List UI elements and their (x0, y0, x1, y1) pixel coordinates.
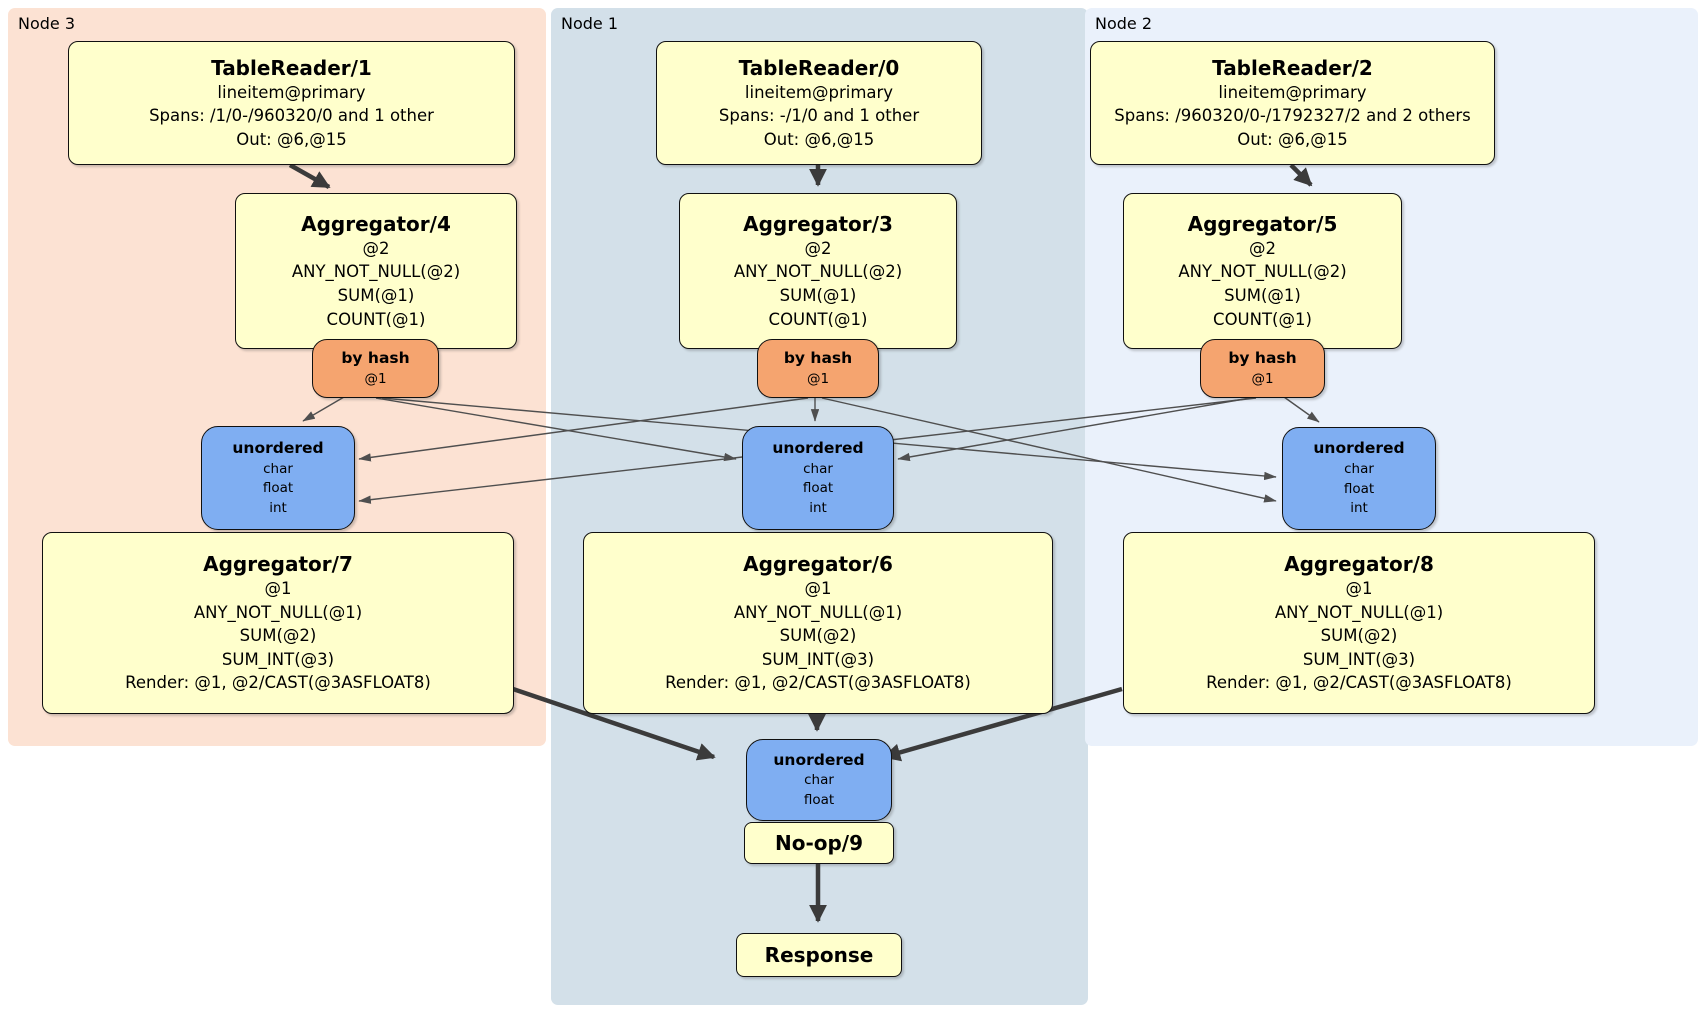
hash-router-node3: by hash @1 (312, 339, 439, 398)
sync-line: float (1343, 480, 1375, 497)
router-line: @1 (806, 370, 830, 387)
edge-tablereader2-to-aggregator5 (1289, 163, 1313, 187)
node3-label: Node 3 (18, 14, 76, 33)
box-line: ANY_NOT_NULL(@1) (733, 602, 903, 622)
aggregator-3-box: Aggregator/3 @2 ANY_NOT_NULL(@2) SUM(@1)… (679, 193, 957, 349)
edge-router2-to-sync1 (897, 397, 1251, 462)
edge-router1-to-sync2 (821, 397, 1277, 503)
box-line: Out: @6,@15 (1237, 129, 1348, 149)
sync-line: char (263, 460, 293, 477)
edge-router2-to-sync2 (1283, 396, 1320, 423)
box-line: Render: @1, @2/CAST(@3ASFLOAT8) (1206, 673, 1512, 693)
box-line: ANY_NOT_NULL(@1) (1274, 602, 1444, 622)
sync-title: unordered (772, 438, 864, 457)
box-line: lineitem@primary (217, 82, 366, 102)
box-line: Spans: /960320/0-/1792327/2 and 2 others (1114, 106, 1471, 126)
box-line: Spans: -/1/0 and 1 other (718, 106, 920, 126)
edge-router3-to-sync1 (375, 397, 737, 462)
edge-aggregator7-to-final-sync (512, 686, 716, 761)
edge-router3-to-sync3 (302, 396, 345, 422)
sync-line: int (809, 499, 827, 516)
box-line: Out: @6,@15 (763, 129, 875, 149)
sync-line: float (802, 480, 834, 497)
sync-line: int (269, 499, 287, 516)
aggregator-4-box: Aggregator/4 @2 ANY_NOT_NULL(@2) SUM(@1)… (235, 193, 517, 349)
box-line: SUM_INT(@3) (221, 649, 335, 669)
hash-router-node1: by hash @1 (757, 339, 879, 398)
box-title: Response (764, 943, 874, 967)
response-box: Response (736, 933, 902, 977)
box-line: Spans: /1/0-/960320/0 and 1 other (149, 106, 434, 126)
box-title: Aggregator/4 (301, 211, 451, 236)
box-title: Aggregator/6 (743, 552, 893, 577)
unordered-sync-node2: unordered char float int (1282, 427, 1436, 530)
sync-title: unordered (1313, 439, 1405, 458)
box-line: SUM_INT(@3) (1302, 649, 1416, 669)
tablereader-0-box: TableReader/0 lineitem@primary Spans: -/… (656, 41, 982, 165)
tablereader-2-box: TableReader/2 lineitem@primary Spans: /9… (1090, 41, 1495, 165)
box-line: lineitem@primary (1218, 82, 1367, 102)
box-title: Aggregator/7 (203, 552, 353, 577)
router-title: by hash (783, 348, 853, 367)
box-line: ANY_NOT_NULL(@2) (291, 262, 461, 282)
sync-line: float (803, 791, 835, 808)
noop-9-box: No-op/9 (744, 822, 894, 864)
box-line: lineitem@primary (744, 82, 894, 102)
sync-title: unordered (773, 750, 865, 769)
box-title: TableReader/2 (1212, 55, 1373, 80)
hash-router-node2: by hash @1 (1200, 339, 1325, 398)
unordered-sync-node3: unordered char float int (201, 426, 355, 530)
edge-router1-to-sync3 (358, 397, 809, 462)
box-title: Aggregator/5 (1187, 211, 1338, 236)
edge-aggregator8-to-final-sync (882, 686, 1123, 762)
tablereader-1-box: TableReader/1 lineitem@primary Spans: /1… (68, 41, 515, 165)
box-title: No-op/9 (774, 831, 864, 855)
box-line: @1 (1345, 579, 1373, 599)
box-line: SUM(@2) (239, 626, 317, 646)
box-line: @2 (362, 238, 390, 258)
router-title: by hash (1228, 348, 1297, 367)
box-title: Aggregator/8 (1284, 552, 1434, 577)
sync-line: float (262, 480, 294, 497)
sync-line: char (1344, 461, 1374, 477)
aggregator-8-box: Aggregator/8 @1 ANY_NOT_NULL(@1) SUM(@2)… (1123, 532, 1595, 714)
box-line: COUNT(@1) (326, 309, 426, 329)
box-line: SUM(@2) (1320, 626, 1398, 646)
box-line: Out: @6,@15 (236, 129, 347, 149)
sync-line: char (804, 772, 834, 789)
box-line: Render: @1, @2/CAST(@3ASFLOAT8) (125, 673, 431, 693)
box-title: TableReader/1 (211, 55, 372, 80)
aggregator-6-box: Aggregator/6 @1 ANY_NOT_NULL(@1) SUM(@2)… (583, 532, 1053, 714)
box-line: @1 (804, 579, 832, 599)
box-line: SUM(@2) (779, 626, 857, 646)
node1-label: Node 1 (561, 14, 619, 33)
box-line: @1 (264, 579, 292, 599)
sync-line: char (803, 460, 833, 477)
sync-line: int (1350, 500, 1368, 517)
router-line: @1 (364, 370, 387, 387)
edge-tablereader1-to-aggregator4 (288, 163, 331, 189)
box-line: COUNT(@1) (768, 309, 868, 329)
aggregator-7-box: Aggregator/7 @1 ANY_NOT_NULL(@1) SUM(@2)… (42, 532, 514, 714)
unordered-sync-node1: unordered char float int (742, 426, 894, 530)
box-line: SUM(@1) (1224, 286, 1301, 305)
box-line: SUM_INT(@3) (761, 649, 875, 669)
box-title: Aggregator/3 (743, 211, 893, 236)
box-line: COUNT(@1) (1213, 309, 1312, 329)
unordered-sync-final: unordered char float (746, 739, 892, 821)
aggregator-5-box: Aggregator/5 @2 ANY_NOT_NULL(@2) SUM(@1)… (1123, 193, 1402, 349)
box-title: TableReader/0 (738, 55, 900, 80)
router-title: by hash (341, 348, 410, 367)
box-line: ANY_NOT_NULL(@2) (1178, 262, 1347, 282)
router-line: @1 (1251, 370, 1274, 387)
box-line: SUM(@1) (337, 286, 415, 305)
box-line: @2 (804, 238, 832, 258)
box-line: SUM(@1) (779, 286, 857, 305)
box-line: ANY_NOT_NULL(@2) (733, 262, 903, 282)
box-line: Render: @1, @2/CAST(@3ASFLOAT8) (665, 673, 971, 693)
box-line: @2 (1249, 238, 1276, 258)
sync-title: unordered (232, 438, 324, 457)
node2-label: Node 2 (1095, 14, 1153, 33)
box-line: ANY_NOT_NULL(@1) (193, 602, 363, 622)
